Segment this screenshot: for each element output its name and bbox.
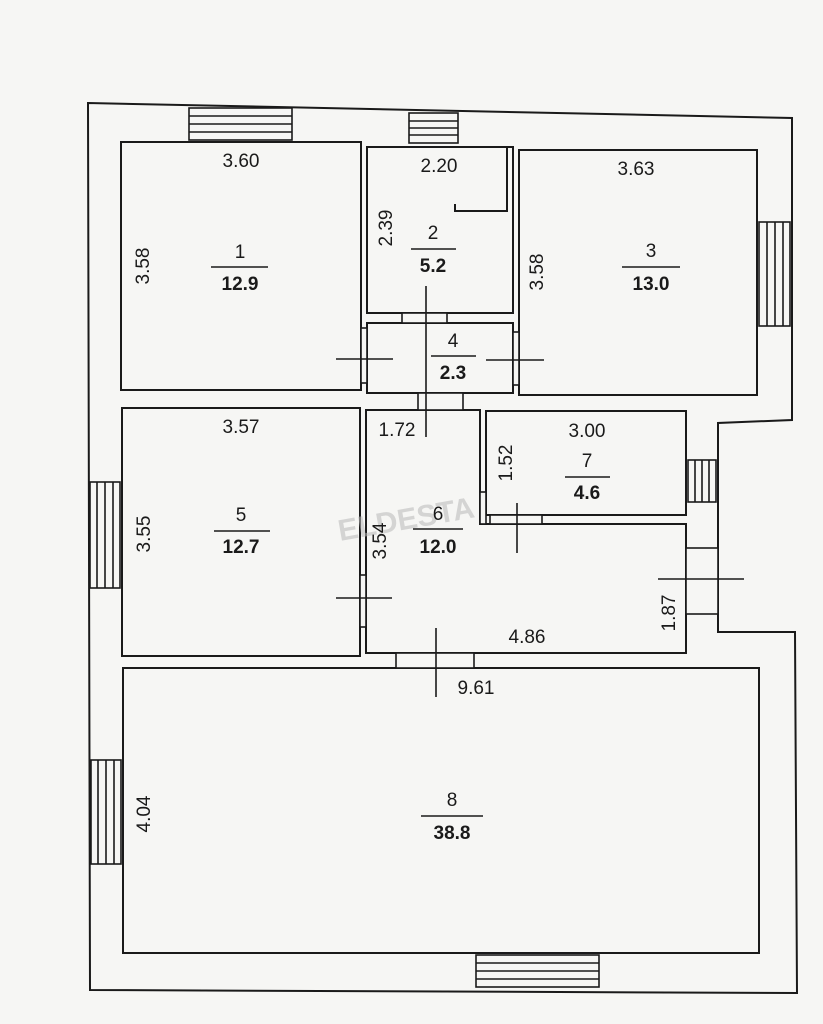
room-4-area: 2.3 (440, 363, 466, 384)
room-2-number: 2 (428, 223, 439, 244)
room-labels: 1 12.9 2 5.2 3 13.0 4 2.3 5 12.7 6 12.0 … (211, 223, 680, 844)
window-left-mid (89, 481, 121, 589)
door-gaps (359, 312, 719, 669)
dim-side-right: 1.87 (659, 595, 680, 632)
dim-r3-width: 3.63 (618, 159, 655, 180)
dim-r7-width: 3.00 (569, 421, 606, 442)
window-right-mid (687, 459, 717, 503)
room-2-partition (454, 147, 508, 212)
dim-r5-height: 3.55 (134, 516, 155, 553)
room-3-number: 3 (646, 241, 657, 262)
room-1-outline (120, 141, 362, 391)
room-7-outline (485, 410, 687, 516)
room-7-area: 4.6 (574, 483, 600, 504)
window-top-left (188, 107, 293, 141)
dim-r3-height: 3.58 (527, 254, 548, 291)
room-6-number: 6 (433, 504, 444, 525)
window-top-center (408, 112, 459, 144)
room-5-area: 12.7 (223, 537, 260, 558)
room-8-number: 8 (447, 790, 458, 811)
dim-r8-height: 4.04 (134, 795, 155, 832)
room-8-area: 38.8 (434, 823, 471, 844)
room-7-number: 7 (582, 451, 593, 472)
dim-r7-height: 1.52 (496, 445, 517, 482)
dim-r6-top: 1.72 (379, 420, 416, 441)
room-1-area: 12.9 (222, 274, 259, 295)
room-4-number: 4 (448, 331, 459, 352)
room-1-number: 1 (235, 242, 246, 263)
room-3-outline (518, 149, 758, 396)
dim-r2-width: 2.20 (421, 156, 458, 177)
dim-r1-height: 3.58 (133, 248, 154, 285)
room-5-outline (121, 407, 361, 657)
room-6-area: 12.0 (420, 537, 457, 558)
room-6-outline (365, 409, 687, 654)
outer-wall (86, 101, 799, 995)
dim-r1-width: 3.60 (223, 151, 260, 172)
room-5-number: 5 (236, 505, 247, 526)
room-2-area: 5.2 (420, 256, 446, 277)
door-markers (336, 286, 744, 697)
dim-r8-width: 9.61 (458, 678, 495, 699)
window-left-bottom (90, 759, 122, 865)
room-3-area: 13.0 (633, 274, 670, 295)
room-8-outline (122, 667, 760, 954)
dimension-labels: 3.60 3.58 2.20 2.39 3.63 3.58 3.57 3.55 … (133, 151, 680, 832)
dim-r6-bottom: 4.86 (509, 627, 546, 648)
dim-r5-width: 3.57 (223, 417, 260, 438)
dim-r6-height: 3.54 (370, 522, 391, 559)
dim-r2-height: 2.39 (376, 210, 397, 247)
window-bottom (475, 954, 600, 988)
window-right-top (758, 221, 791, 327)
